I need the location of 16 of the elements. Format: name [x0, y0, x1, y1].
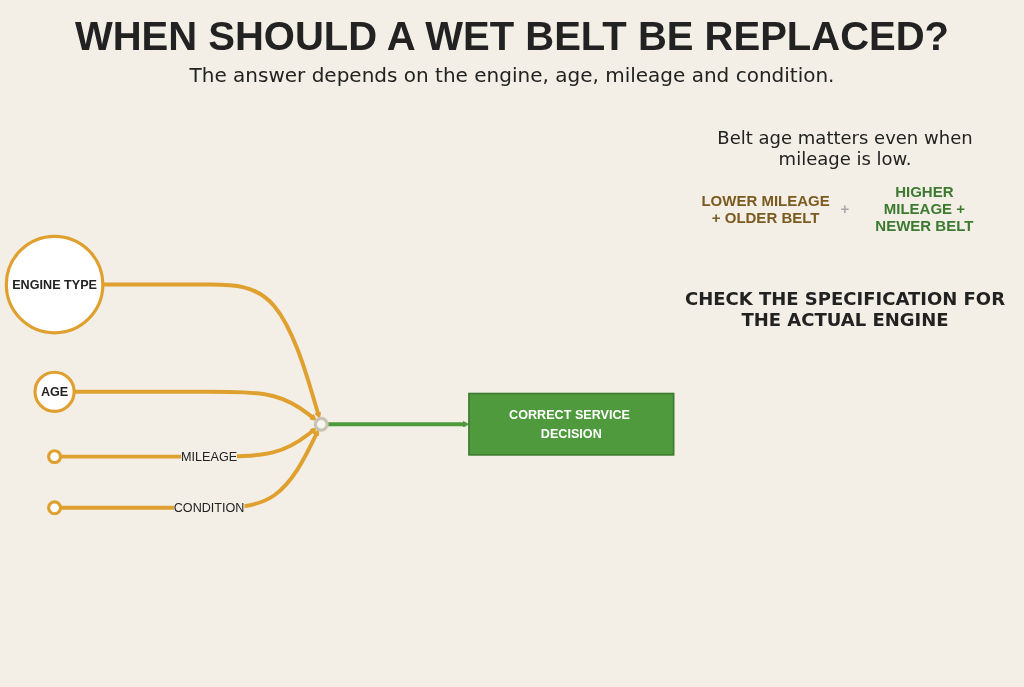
node-circle: AGE — [33, 370, 76, 414]
edge-label: CONDITION — [173, 500, 245, 515]
node-circle — [47, 500, 63, 516]
node-circle — [313, 416, 329, 432]
note-text: CHECK THE SPECIFICATION FOR THE ACTUAL ENGINE — [683, 288, 1007, 330]
node-box: CORRECT SERVICE DECISION — [468, 392, 675, 456]
comparison-text: HIGHER MILEAGE + NEWER BELT — [874, 183, 975, 234]
arrow — [74, 390, 317, 422]
plus-sign: + — [840, 200, 850, 217]
comparison-text: LOWER MILEAGE + OLDER BELT — [700, 191, 831, 226]
note-text: Belt age matters even when mileage is low. — [716, 127, 974, 169]
title: WHEN SHOULD A WET BELT BE REPLACED? — [73, 14, 950, 59]
node-circle — [47, 449, 63, 465]
edge-label: MILEAGE — [181, 449, 238, 464]
node-circle: ENGINE TYPE — [4, 234, 105, 335]
subtitle: The answer depends on the engine, age, mileage and condition. — [188, 63, 836, 87]
